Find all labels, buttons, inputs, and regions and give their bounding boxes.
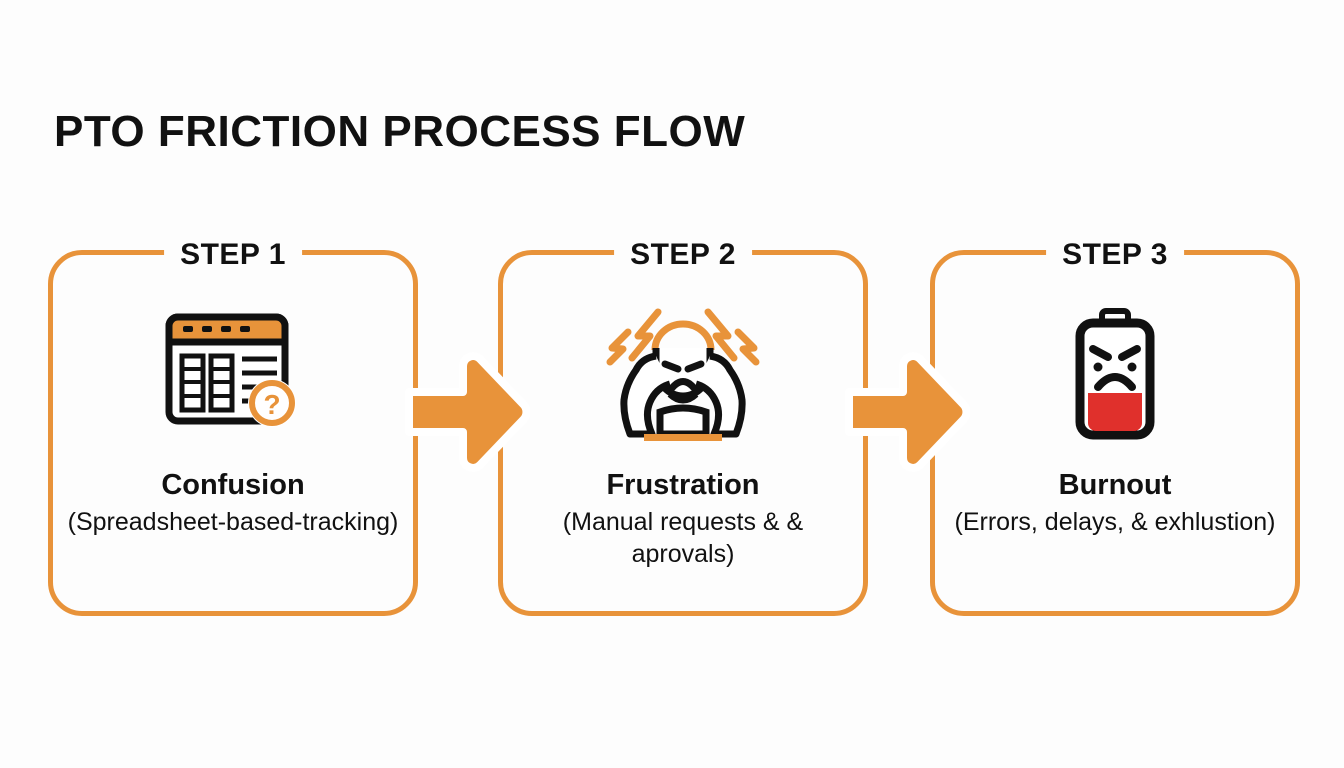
step-card-body-2: Frustration (Manual requests & & aproval… <box>503 255 863 611</box>
step-subtitle-1: (Spreadsheet-based-tracking) <box>67 508 399 537</box>
process-step-card-3[interactable]: STEP 3 <box>930 233 1300 616</box>
step-title-2: Frustration <box>606 469 760 501</box>
step-subtitle-2: (Manual requests & & aprovals) <box>562 508 804 569</box>
arrow-step2-to-step3-icon <box>845 352 971 472</box>
step-caption-1: Confusion (Spreadsheet-based-tracking) <box>63 469 403 538</box>
step-caption-2: Frustration (Manual requests & & aproval… <box>513 469 853 570</box>
step-caption-3: Burnout (Errors, delays, & exhlustion) <box>945 469 1285 538</box>
step-title-3: Burnout <box>1058 469 1172 501</box>
step-card-body-1: ? Confusion (Spreadsheet-based-tracking) <box>53 255 413 611</box>
arrow-step1-to-step2-icon <box>405 352 531 472</box>
frustrated-person-icon <box>598 303 768 443</box>
svg-text:?: ? <box>263 389 280 420</box>
low-battery-angry-icon <box>1060 303 1170 443</box>
step-subtitle-3: (Errors, delays, & exhlustion) <box>954 508 1276 537</box>
step-title-1: Confusion <box>161 469 305 501</box>
spreadsheet-question-icon: ? <box>159 303 307 443</box>
step-label-3: STEP 3 <box>1046 233 1184 277</box>
process-step-card-2[interactable]: STEP 2 <box>498 233 868 616</box>
step-label-2: STEP 2 <box>614 233 752 277</box>
step-label-1: STEP 1 <box>164 233 302 277</box>
process-step-card-1[interactable]: STEP 1 <box>48 233 418 616</box>
page-title: PTO FRICTION PROCESS FLOW <box>54 107 746 156</box>
step-card-body-3: Burnout (Errors, delays, & exhlustion) <box>935 255 1295 611</box>
